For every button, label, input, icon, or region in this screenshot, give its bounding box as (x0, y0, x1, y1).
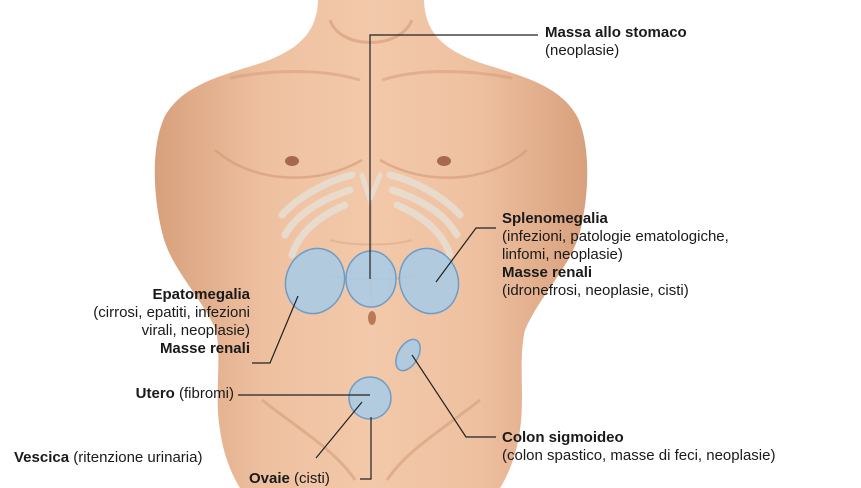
stomach-name: Massa allo stomaco (545, 24, 687, 42)
label-colon: Colon sigmoideo (colon spastico, masse d… (502, 429, 775, 465)
liver-name: Epatomegalia (93, 286, 250, 304)
label-ovaries: Ovaie (cisti) (249, 470, 330, 488)
nipple-right (437, 156, 451, 166)
uterus-name: Utero (136, 385, 175, 402)
kidney-left-name: Masse renali (502, 264, 729, 282)
label-uterus: Utero (fibromi) (136, 385, 234, 403)
spleen-detail-2: linfomi, neoplasie) (502, 246, 729, 264)
ovaries-detail: (cisti) (294, 470, 330, 487)
stomach-detail: (neoplasie) (545, 42, 687, 60)
uterus-detail: (fibromi) (179, 385, 234, 402)
label-liver: Epatomegalia (cirrosi, epatiti, infezion… (93, 286, 250, 358)
colon-name: Colon sigmoideo (502, 429, 775, 447)
kidney-left-detail: (idronefrosi, neoplasie, cisti) (502, 282, 729, 300)
label-bladder: Vescica (ritenzione urinaria) (14, 449, 202, 467)
kidney-right-name: Masse renali (93, 340, 250, 358)
label-spleen: Splenomegalia (infezioni, patologie emat… (502, 210, 729, 300)
colon-detail: (colon spastico, masse di feci, neoplasi… (502, 447, 775, 465)
navel (368, 311, 376, 325)
bladder-detail: (ritenzione urinaria) (73, 449, 202, 466)
spleen-detail-1: (infezioni, patologie ematologiche, (502, 228, 729, 246)
label-stomach: Massa allo stomaco (neoplasie) (545, 24, 687, 60)
bladder-name: Vescica (14, 449, 69, 466)
ovaries-name: Ovaie (249, 470, 290, 487)
liver-detail-2: virali, neoplasie) (93, 322, 250, 340)
spleen-name: Splenomegalia (502, 210, 729, 228)
uterus-bladder-region (349, 377, 391, 419)
stomach-region (346, 251, 396, 307)
nipple-left (285, 156, 299, 166)
liver-detail-1: (cirrosi, epatiti, infezioni (93, 304, 250, 322)
